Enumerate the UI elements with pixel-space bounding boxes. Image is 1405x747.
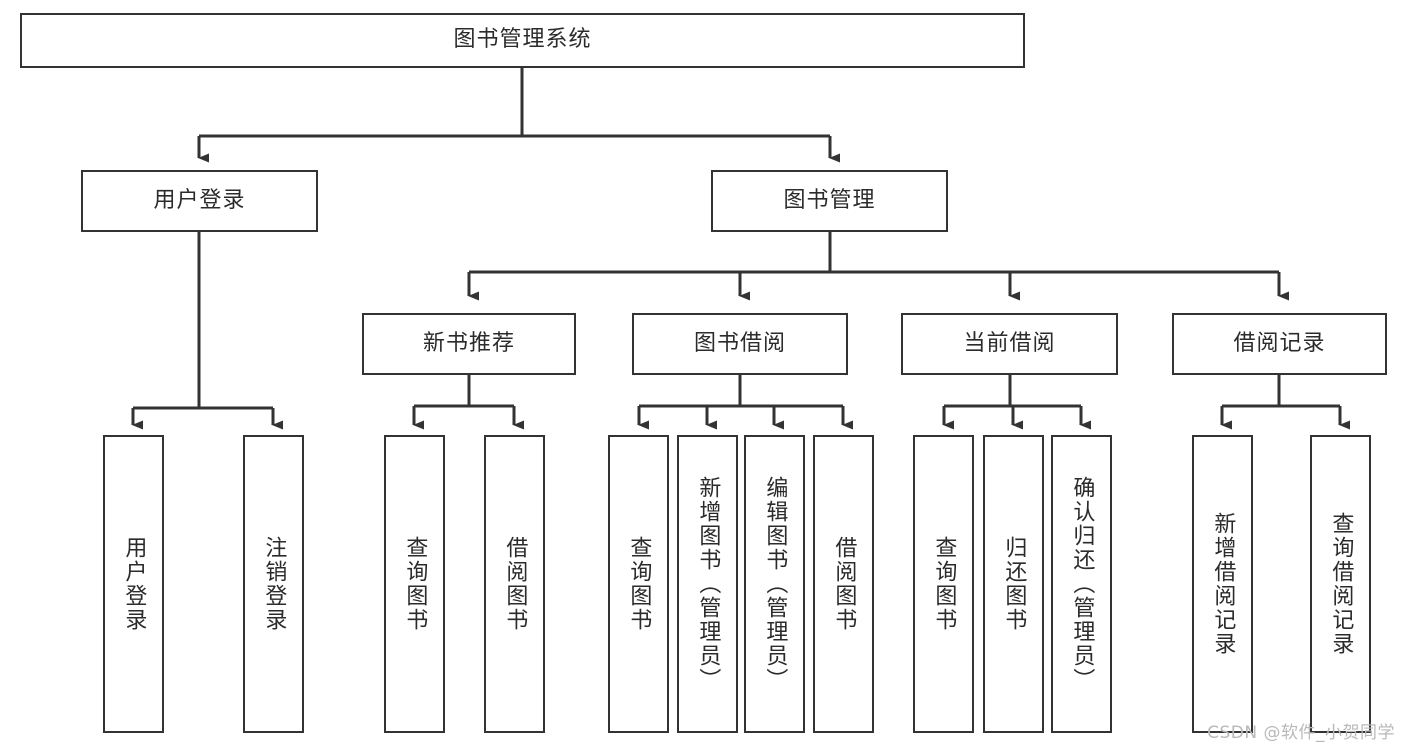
node-new-book-recommend[interactable]: 新书推荐 (362, 313, 576, 375)
leaf-user-login-logout[interactable]: 注销登录 (243, 435, 304, 733)
node-label: 新增借阅记录 (1210, 512, 1236, 656)
node-label: 当前借阅 (963, 330, 1056, 356)
node-label: 借阅图书 (502, 536, 528, 632)
node-label: 用户登录 (121, 536, 147, 632)
node-book-management[interactable]: 图书管理 (711, 170, 948, 232)
node-book-borrow[interactable]: 图书借阅 (632, 313, 848, 375)
node-label: 新增图书（管理员） (695, 476, 721, 692)
node-label: 确认归还（管理员） (1069, 476, 1095, 692)
node-label: 借阅记录 (1233, 330, 1326, 356)
node-label: 新书推荐 (422, 330, 515, 356)
node-label: 图书借阅 (693, 330, 786, 356)
node-label: 查询图书 (626, 536, 652, 632)
csdn-watermark: CSDN @软件_小贺同学 (1207, 723, 1395, 743)
leaf-new-book-borrow-book[interactable]: 借阅图书 (484, 435, 545, 733)
leaf-user-login-login[interactable]: 用户登录 (103, 435, 164, 733)
node-label: 编辑图书（管理员） (762, 476, 788, 692)
node-label: 图书管理系统 (453, 27, 592, 53)
leaf-book-borrow-borrow-book[interactable]: 借阅图书 (813, 435, 874, 733)
leaf-book-borrow-query-book[interactable]: 查询图书 (608, 435, 669, 733)
node-label: 图书管理 (783, 187, 876, 213)
leaf-book-borrow-add-book-admin[interactable]: 新增图书（管理员） (677, 435, 738, 733)
node-label: 用户登录 (153, 187, 246, 213)
node-root-system[interactable]: 图书管理系统 (20, 13, 1025, 68)
node-label: 查询图书 (402, 536, 428, 632)
leaf-new-book-query-book[interactable]: 查询图书 (384, 435, 445, 733)
node-label: 查询借阅记录 (1328, 512, 1354, 656)
node-user-login[interactable]: 用户登录 (81, 170, 318, 232)
leaf-borrow-record-add-record[interactable]: 新增借阅记录 (1192, 435, 1253, 733)
node-label: 注销登录 (261, 536, 287, 632)
leaf-current-borrow-query-book[interactable]: 查询图书 (913, 435, 974, 733)
node-label: 归还图书 (1001, 536, 1027, 632)
node-borrow-record[interactable]: 借阅记录 (1172, 313, 1387, 375)
leaf-book-borrow-edit-book-admin[interactable]: 编辑图书（管理员） (744, 435, 805, 733)
leaf-current-borrow-return-book[interactable]: 归还图书 (983, 435, 1044, 733)
leaf-borrow-record-query-record[interactable]: 查询借阅记录 (1310, 435, 1371, 733)
node-label: 查询图书 (931, 536, 957, 632)
node-current-borrow[interactable]: 当前借阅 (901, 313, 1118, 375)
leaf-current-borrow-confirm-return-admin[interactable]: 确认归还（管理员） (1051, 435, 1112, 733)
node-label: 借阅图书 (831, 536, 857, 632)
